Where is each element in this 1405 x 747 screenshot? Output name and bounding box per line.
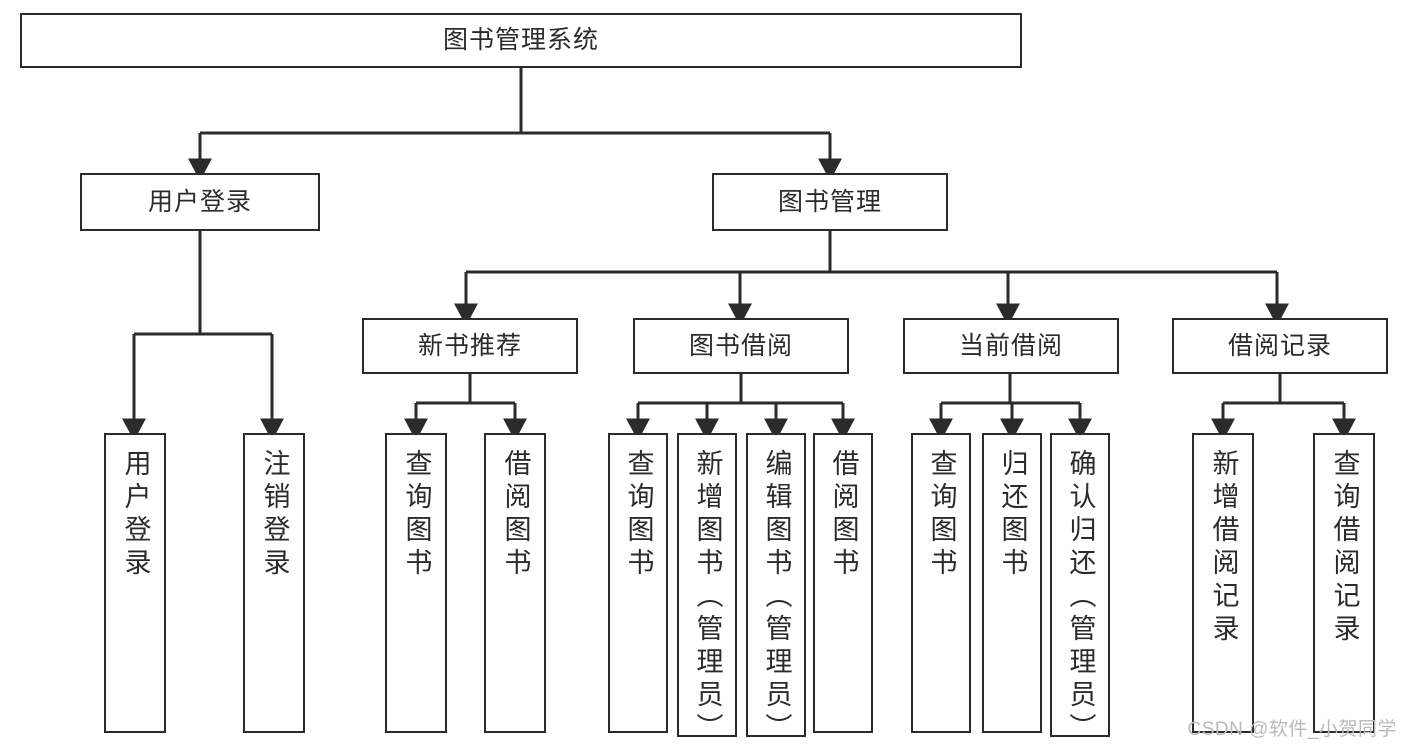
node-leaf-logout-login[interactable]: 注销登录	[243, 433, 305, 733]
node-new-book-recommend-label: 新书推荐	[417, 331, 522, 360]
node-leaf-borrow-book-label: 借阅图书	[828, 449, 859, 581]
node-current-borrow[interactable]: 当前借阅	[903, 318, 1119, 374]
node-leaf-query-book-current[interactable]: 查询图书	[911, 433, 971, 733]
node-leaf-borrow-book-recommend-label: 借阅图书	[500, 449, 531, 581]
node-leaf-add-book-admin[interactable]: 新增图书（管理员）	[677, 433, 737, 746]
node-leaf-query-book-recommend[interactable]: 查询图书	[385, 433, 447, 733]
node-leaf-user-login-label: 用户登录	[120, 449, 151, 581]
node-book-borrow-label: 图书借阅	[688, 331, 793, 360]
watermark: CSDN @软件_小贺同学	[1187, 719, 1397, 740]
node-leaf-query-borrow-record-label: 查询借阅记录	[1329, 449, 1360, 647]
node-leaf-confirm-return-admin[interactable]: 确认归还（管理员）	[1050, 433, 1110, 746]
node-current-borrow-label: 当前借阅	[958, 331, 1063, 360]
node-book-management-label: 图书管理	[777, 187, 882, 216]
node-borrow-record-label: 借阅记录	[1227, 331, 1332, 360]
node-leaf-query-book-recommend-label: 查询图书	[401, 449, 432, 581]
node-leaf-borrow-book-recommend[interactable]: 借阅图书	[484, 433, 546, 733]
node-leaf-query-book-borrow[interactable]: 查询图书	[608, 433, 668, 733]
node-root[interactable]: 图书管理系统	[20, 13, 1022, 68]
node-leaf-query-book-borrow-label: 查询图书	[623, 449, 654, 581]
node-leaf-borrow-book[interactable]: 借阅图书	[813, 433, 873, 733]
node-leaf-return-book-label: 归还图书	[997, 449, 1028, 581]
node-user-login-label: 用户登录	[147, 187, 252, 216]
node-book-borrow[interactable]: 图书借阅	[633, 318, 849, 374]
node-book-management[interactable]: 图书管理	[712, 173, 948, 231]
node-user-login[interactable]: 用户登录	[80, 173, 320, 231]
node-leaf-confirm-return-admin-label: 确认归还（管理员）	[1065, 449, 1096, 746]
node-new-book-recommend[interactable]: 新书推荐	[362, 318, 578, 374]
node-leaf-add-borrow-record-label: 新增借阅记录	[1208, 449, 1239, 647]
node-leaf-query-book-current-label: 查询图书	[926, 449, 957, 581]
node-leaf-edit-book-admin[interactable]: 编辑图书（管理员）	[746, 433, 806, 746]
node-borrow-record[interactable]: 借阅记录	[1172, 318, 1388, 374]
node-leaf-edit-book-admin-label: 编辑图书（管理员）	[761, 449, 792, 746]
node-leaf-add-book-admin-label: 新增图书（管理员）	[692, 449, 723, 746]
node-leaf-add-borrow-record[interactable]: 新增借阅记录	[1192, 433, 1254, 733]
node-leaf-logout-login-label: 注销登录	[259, 449, 290, 581]
node-leaf-user-login[interactable]: 用户登录	[104, 433, 166, 733]
node-leaf-query-borrow-record[interactable]: 查询借阅记录	[1313, 433, 1375, 733]
node-leaf-return-book[interactable]: 归还图书	[982, 433, 1042, 733]
node-root-label: 图书管理系统	[442, 26, 599, 54]
